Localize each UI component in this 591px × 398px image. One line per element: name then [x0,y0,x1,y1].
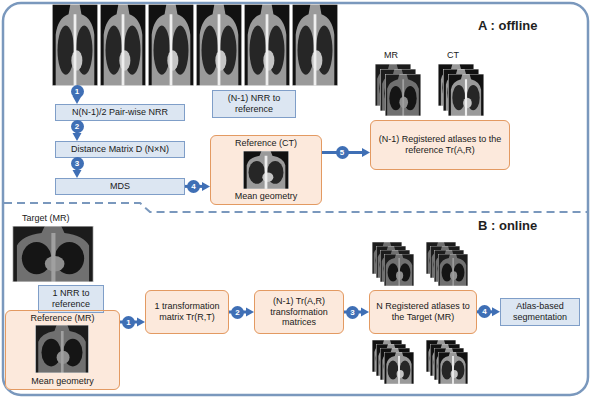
box-fill [254,290,344,334]
ct-atlas-stack [438,64,484,116]
result-box: (N-1) Tr(A,R) transformation matrices [254,290,344,334]
reference-ct-image [243,151,289,189]
box-text: Reference (CT) [214,138,318,149]
stage-panel: A : offlineN(N-1)/2 Pair-wise NRR Distanc… [0,0,591,208]
step-number: 1 [71,85,84,98]
ct-image-row [52,4,338,86]
arrowhead [362,148,370,157]
outer-frame [3,3,588,395]
result-box: Reference (MR) Mean geometry [5,310,120,390]
step-number: 2 [231,306,244,319]
step-number: 1 [122,316,135,329]
box-fill [370,120,510,170]
box-text: Reference (MR) [9,313,116,324]
mr-atlas-stack [375,64,421,116]
step-number: 5 [336,146,349,159]
result-box: (N-1) Registered atlases to the referenc… [370,120,510,170]
box-subtext: Mean geometry [9,376,116,387]
box-subtext: Mean geometry [214,191,318,202]
step-number: 4 [187,180,200,193]
process-box: Atlas-based segmentation [500,298,580,326]
ct-image [448,74,484,116]
box-text: (N-1) Registered atlases to the referenc… [374,134,506,156]
arrowhead [246,308,254,317]
box-fill [210,135,322,205]
box-fills [5,120,510,390]
image-label: CT [447,50,459,61]
registered-stack-top [372,242,468,286]
box-text: 1 transformation matrix Tr(R,T) [149,301,225,323]
process-box: 1 NRR to reference [38,285,104,313]
ct-image [292,4,338,86]
ct-image [384,352,414,384]
result-box: 1 transformation matrix Tr(R,T) [145,290,229,334]
image-label: MR [384,50,398,61]
mr-image [438,254,468,286]
arrowhead [492,307,500,316]
box-text: N(N-1)/2 Pair-wise NRR [59,107,181,118]
result-box: Reference (CT) Mean geometry [210,135,322,205]
registered-stack-bottom [372,340,468,384]
ct-image [438,352,468,384]
box-text: Atlas-based segmentation [504,301,576,323]
box-text: MDS [59,181,181,192]
arrowhead [73,133,82,141]
step-number: 3 [71,157,84,170]
step-number: 4 [478,305,491,318]
process-box: MDS [55,178,185,195]
box-fill [145,290,229,334]
reference-mr-image [35,325,89,373]
ct-image [148,4,194,86]
result-box: N Registered atlases to the Target (MR) [369,290,477,334]
arrowhead [361,308,369,317]
mr-image [385,74,421,116]
step-number: 2 [71,120,84,133]
process-box: N(N-1)/2 Pair-wise NRR [55,104,185,121]
stage-panel: B : online1 NRR to referenceReference (M… [0,208,591,398]
box-text: 1 NRR to reference [42,288,100,310]
arrowhead [73,170,82,178]
ct-image [100,4,146,86]
ct-image [196,4,242,86]
step-number: 3 [346,306,359,319]
box-text: N Registered atlases to the Target (MR) [373,301,473,323]
box-text: (N-1) Tr(A,R) transformation matrices [258,296,340,328]
process-box: (N-1) NRR to reference [212,90,296,118]
box-text: (N-1) NRR to reference [216,93,292,115]
box-fill [369,290,477,334]
image-label: Target (MR) [22,213,70,224]
section-title: B : online [478,218,537,234]
mr-image [384,254,414,286]
process-box: Distance Matrix D (N×N) [55,141,185,158]
target-mr-image [12,226,94,282]
ct-image [244,4,290,86]
arrowhead [137,318,145,327]
arrowhead [202,182,210,191]
box-text: Distance Matrix D (N×N) [59,144,181,155]
ct-image [52,4,98,86]
section-title: A : offline [478,18,537,34]
box-fill [5,310,120,390]
